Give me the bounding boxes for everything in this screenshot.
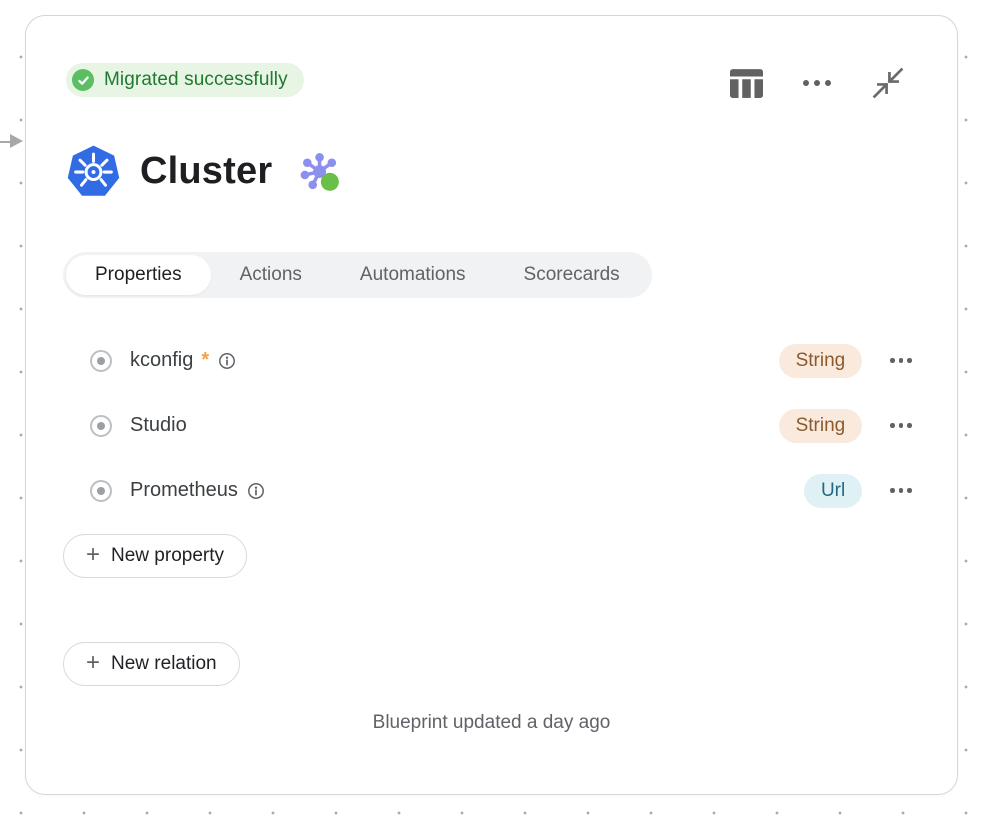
tab-scorecards[interactable]: Scorecards (495, 255, 649, 295)
tab-automations[interactable]: Automations (331, 255, 495, 295)
property-name[interactable]: Prometheus (130, 479, 238, 501)
row-menu-icon[interactable] (890, 484, 912, 497)
tab-bar: Properties Actions Automations Scorecard… (63, 252, 652, 298)
properties-list: kconfig * String Studio String Prometheu… (66, 328, 912, 523)
more-options-icon[interactable] (803, 80, 831, 86)
property-row-prometheus: Prometheus Url (66, 458, 912, 523)
required-marker: * (201, 349, 210, 371)
status-badge-label: Migrated successfully (104, 69, 288, 90)
plus-icon: + (86, 649, 101, 676)
canvas-edge-arrow (0, 134, 24, 149)
type-badge: Url (803, 473, 863, 508)
tab-actions[interactable]: Actions (211, 255, 331, 295)
tab-properties[interactable]: Properties (66, 255, 211, 295)
new-relation-label: New relation (111, 653, 217, 674)
collapse-icon[interactable] (871, 66, 905, 100)
table-view-icon[interactable] (730, 68, 763, 98)
info-icon[interactable] (247, 482, 265, 500)
new-relation-button[interactable]: + New relation (63, 642, 240, 686)
graph-relations-icon (299, 151, 346, 198)
card-toolbar (730, 66, 905, 100)
drag-handle-icon[interactable] (90, 349, 112, 372)
new-property-button[interactable]: + New property (63, 534, 248, 578)
plus-icon: + (86, 541, 101, 568)
blueprint-header: Cluster (66, 144, 346, 199)
type-badge: String (778, 343, 863, 378)
kubernetes-icon (66, 144, 121, 199)
blueprint-card: Migrated successfully (25, 15, 958, 795)
blueprint-updated-text: Blueprint updated a day ago (372, 712, 611, 733)
new-property-label: New property (111, 545, 225, 566)
status-badge: Migrated successfully (66, 63, 304, 97)
info-icon[interactable] (218, 352, 236, 370)
blueprint-title: Cluster (140, 150, 273, 192)
property-row-kconfig: kconfig * String (66, 328, 912, 393)
drag-handle-icon[interactable] (90, 479, 112, 502)
drag-handle-icon[interactable] (90, 414, 112, 437)
row-menu-icon[interactable] (890, 419, 912, 432)
type-badge: String (778, 408, 863, 443)
row-menu-icon[interactable] (890, 354, 912, 367)
check-circle-icon (72, 69, 94, 91)
property-name[interactable]: kconfig (130, 349, 194, 371)
property-row-studio: Studio String (66, 393, 912, 458)
property-name[interactable]: Studio (130, 414, 187, 436)
